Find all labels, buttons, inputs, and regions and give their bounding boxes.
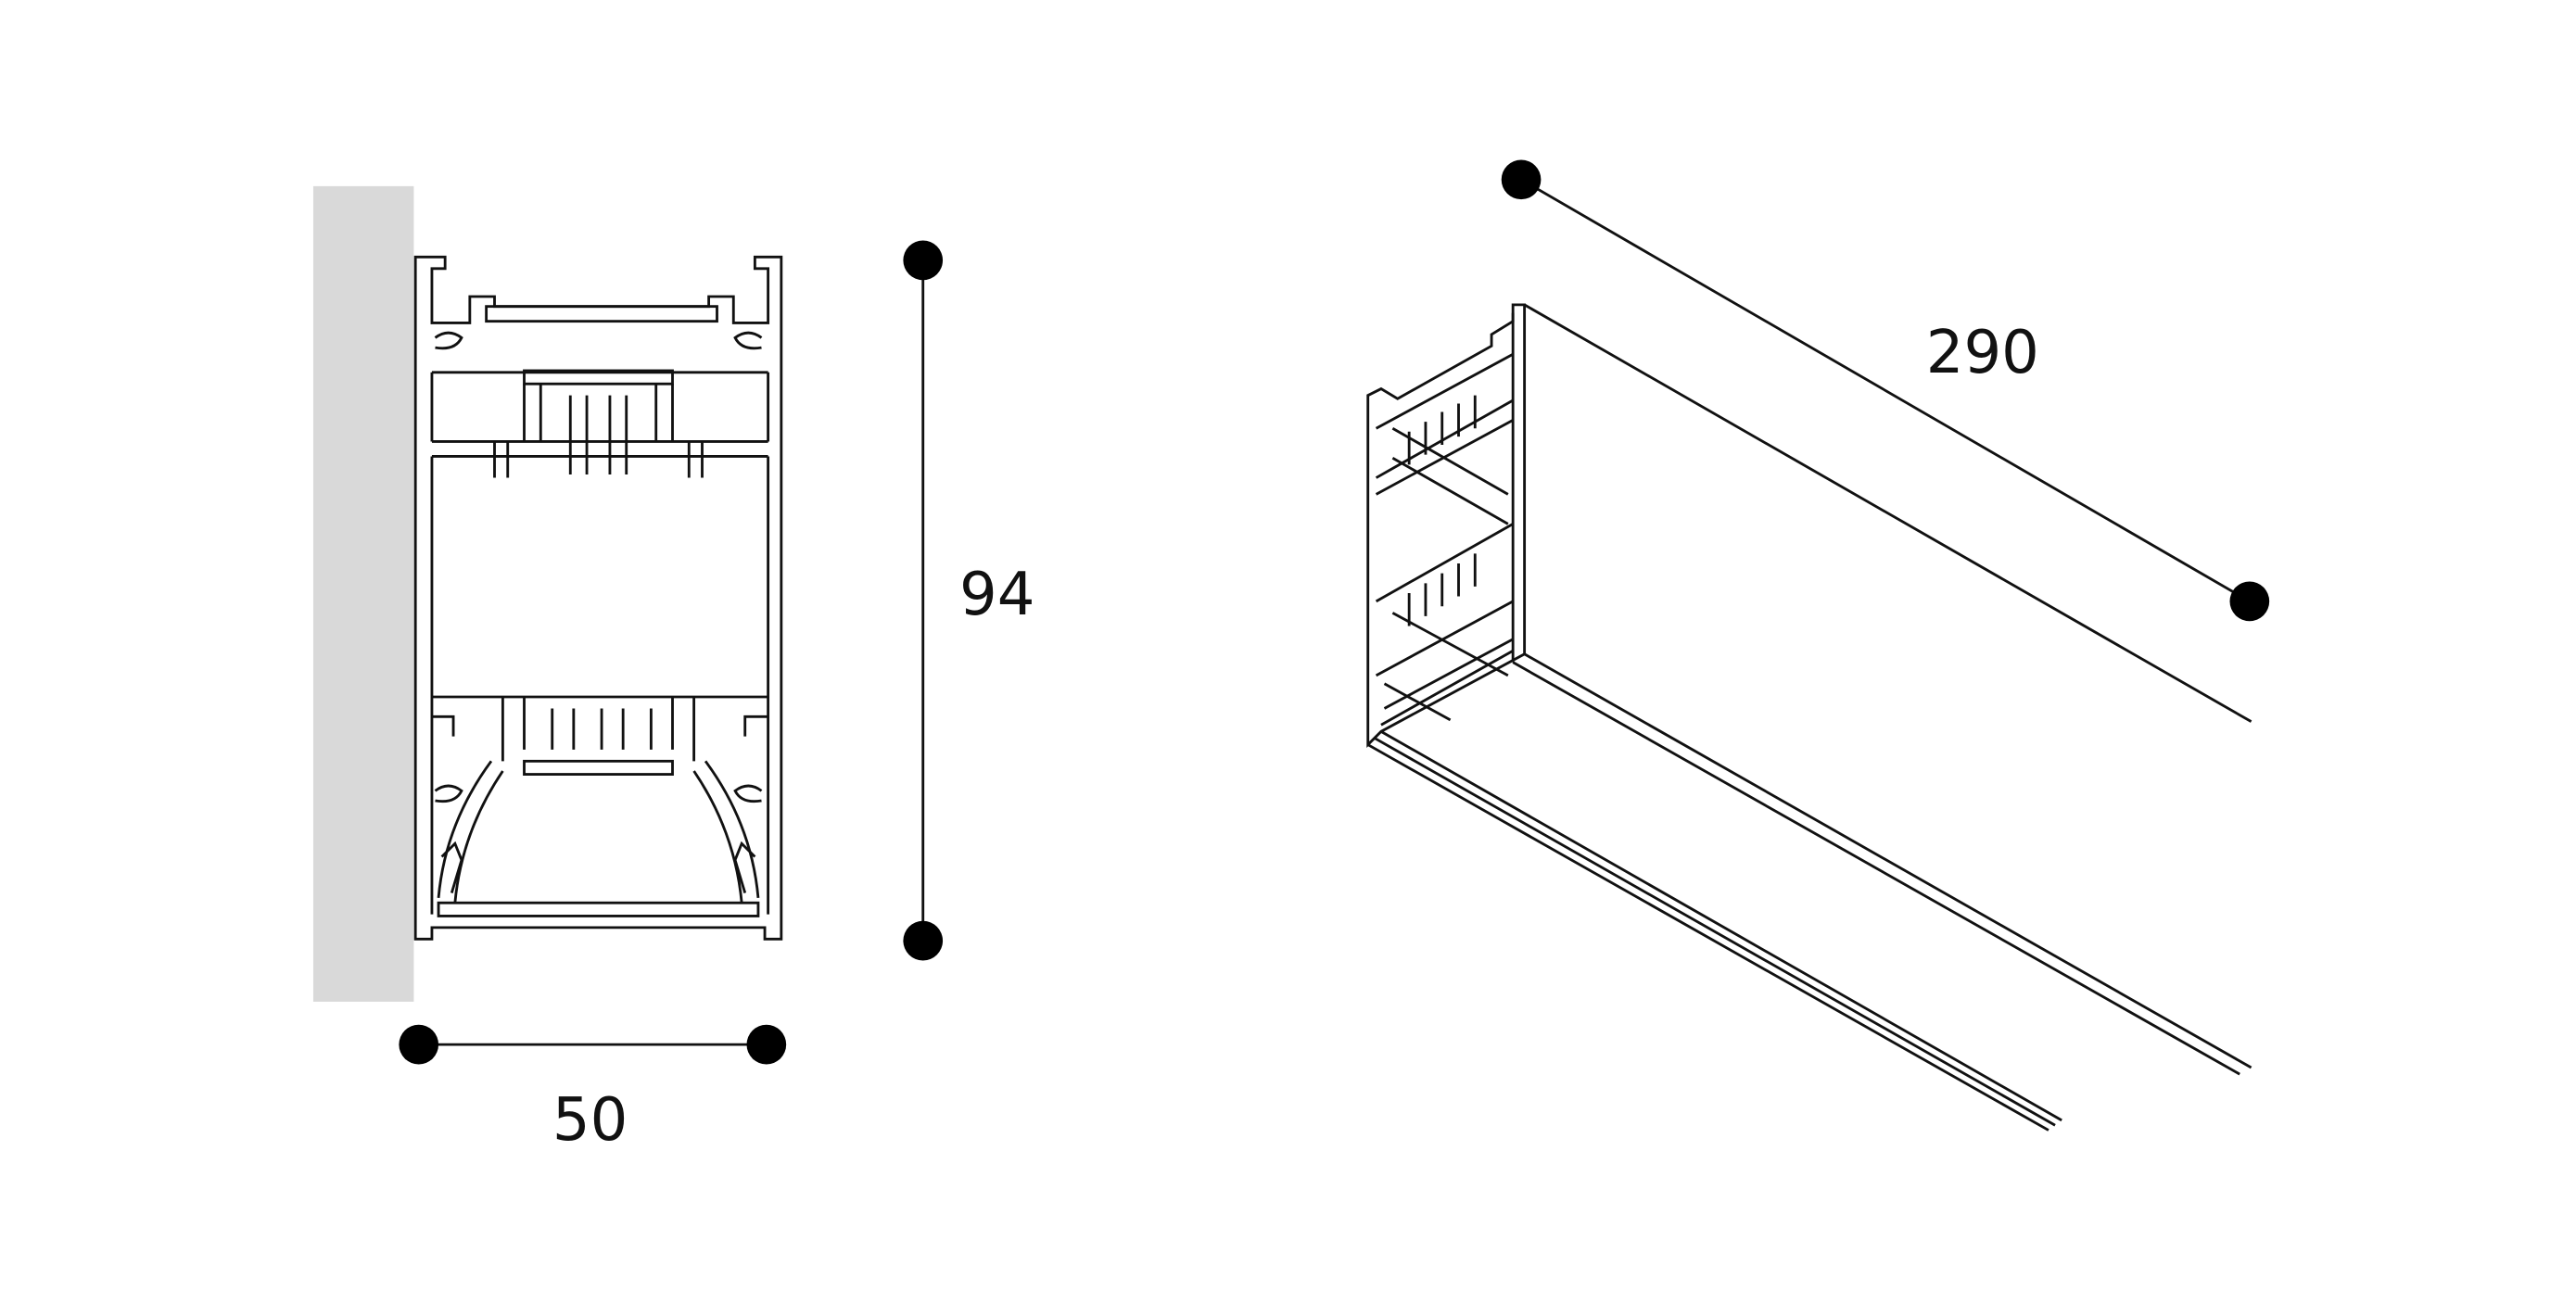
- wall: [312, 185, 414, 1002]
- dimension-dot: [903, 920, 944, 961]
- width-dimension: 50: [399, 1024, 787, 1155]
- isometric-view: 290: [1366, 159, 2270, 1132]
- height-label: 94: [959, 561, 1034, 629]
- cross-section-view: 94 50: [312, 185, 1034, 1155]
- width-label: 50: [552, 1086, 628, 1155]
- length-dimension: 290: [1501, 159, 2270, 622]
- dimension-dot: [746, 1024, 787, 1065]
- length-label: 290: [1926, 319, 2039, 387]
- height-dimension: 94: [903, 240, 1034, 961]
- dimension-dot: [2229, 581, 2270, 622]
- dimension-dot: [399, 1024, 439, 1065]
- profile-section: [413, 255, 783, 941]
- dimension-dot: [1501, 159, 1542, 200]
- dimension-dot: [903, 240, 944, 281]
